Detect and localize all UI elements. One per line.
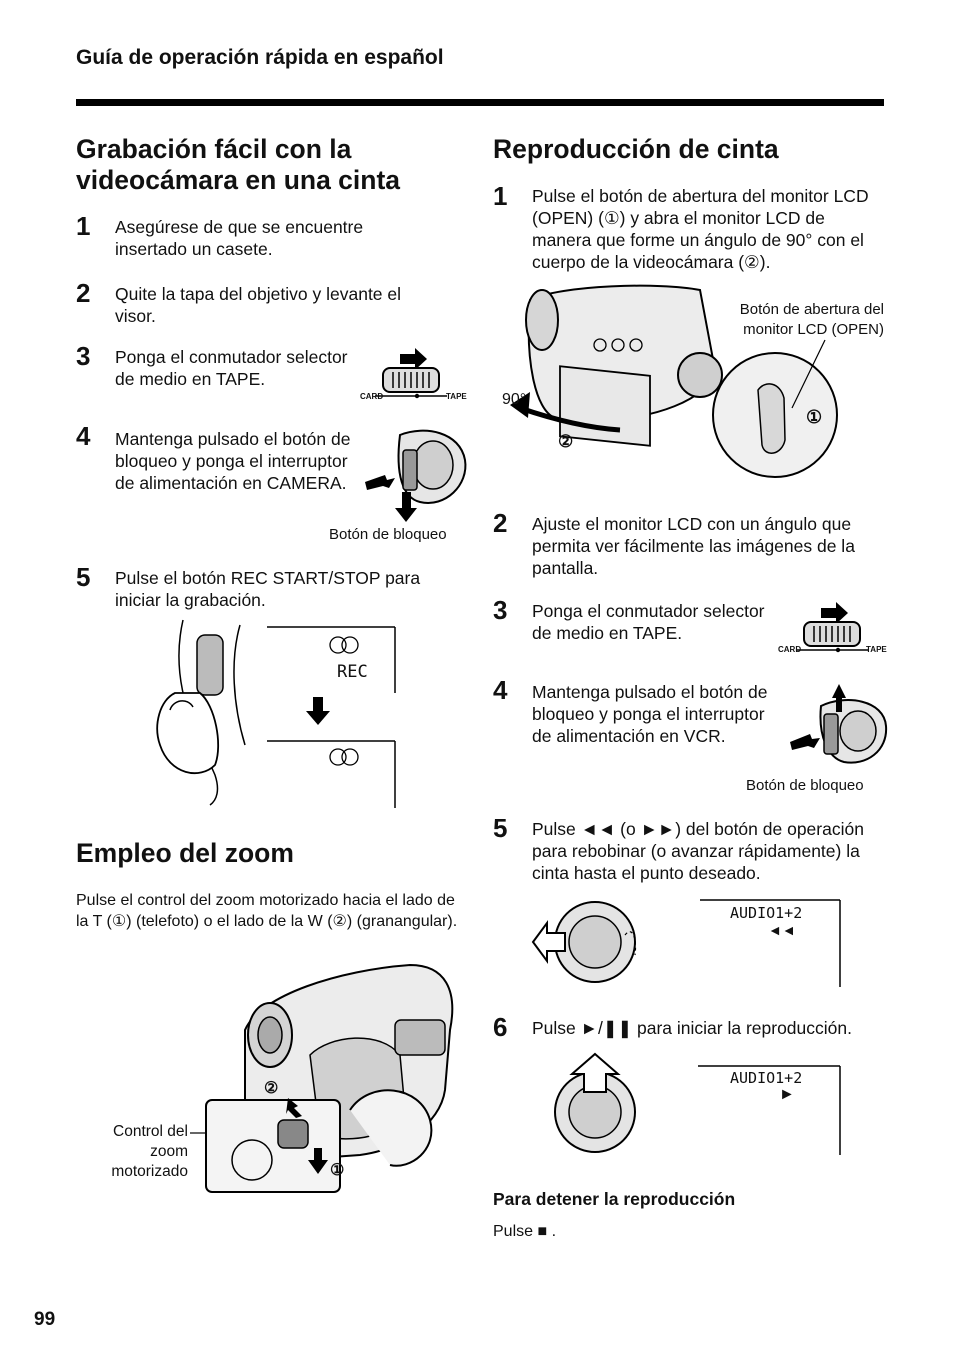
step-text: Pulse el botón de abertura del monitor L… bbox=[532, 186, 869, 272]
page-header: Guía de operación rápida en español bbox=[76, 46, 444, 69]
rewind-indicator: ◄◄ bbox=[768, 922, 796, 938]
angle-label: 90° bbox=[502, 391, 527, 408]
header-rule bbox=[76, 99, 884, 106]
zoom-marker-w: ② bbox=[264, 1080, 279, 1097]
switch-tape-label: TAPE bbox=[866, 645, 887, 654]
rec-button-illustration bbox=[156, 619, 396, 808]
stop-heading: Para detener la reproducción bbox=[493, 1189, 736, 1209]
step-number: 5 bbox=[493, 813, 508, 843]
step-number: 6 bbox=[493, 1012, 508, 1042]
step-text: Ponga el conmutador selector de medio en… bbox=[532, 601, 765, 643]
stop-text: Pulse ■ . bbox=[493, 1223, 557, 1240]
step-text: Ajuste el monitor LCD con un ángulo que … bbox=[532, 514, 855, 578]
rewind-dial-illustration bbox=[531, 899, 841, 987]
audio-indicator: AUDIO1+2 bbox=[730, 904, 803, 922]
open-button-caption: Botón de abertura del monitor LCD (OPEN) bbox=[739, 301, 884, 338]
media-selector-switch-illustration bbox=[375, 348, 447, 399]
media-selector-switch-illustration bbox=[796, 602, 868, 653]
step-text: Quite la tapa del objetivo y levante el … bbox=[115, 284, 402, 326]
page-number: 99 bbox=[34, 1309, 56, 1330]
rec-indicator: REC bbox=[337, 662, 368, 682]
lcd-marker-2: ② bbox=[558, 432, 574, 451]
section-title-playback: Reproducción de cinta bbox=[493, 134, 779, 164]
step-number: 4 bbox=[493, 675, 508, 705]
step-number: 5 bbox=[76, 562, 91, 592]
switch-card-label: CARD bbox=[360, 392, 384, 401]
zoom-description: Pulse el control del zoom motorizado hac… bbox=[76, 892, 458, 930]
zoom-control-caption: Control del zoom motorizado bbox=[111, 1123, 188, 1180]
step-number: 1 bbox=[76, 211, 91, 241]
step-number: 2 bbox=[76, 278, 91, 308]
play-dial-illustration bbox=[554, 1052, 841, 1155]
step-number: 1 bbox=[493, 181, 508, 211]
power-switch-illustration bbox=[365, 429, 467, 522]
switch-card-label: CARD bbox=[778, 645, 802, 654]
audio-indicator: AUDIO1+2 bbox=[730, 1069, 803, 1087]
section-title-zoom: Empleo del zoom bbox=[76, 838, 294, 868]
play-indicator: ► bbox=[779, 1086, 795, 1103]
step-text: Pulse ►/❚❚ para iniciar la reproducción. bbox=[532, 1018, 852, 1038]
zoom-marker-t: ① bbox=[330, 1162, 345, 1179]
step-text: Mantenga pulsado el botón de bloqueo y p… bbox=[532, 682, 768, 746]
step-number: 3 bbox=[493, 595, 508, 625]
step-number: 2 bbox=[493, 508, 508, 538]
lcd-open-illustration bbox=[510, 284, 838, 478]
open-marker-1: ① bbox=[806, 407, 823, 427]
switch-tape-label: TAPE bbox=[446, 392, 467, 401]
step-number: 4 bbox=[76, 421, 91, 451]
zoom-camcorder-illustration bbox=[190, 963, 454, 1193]
step-text: Ponga el conmutador selector de medio en… bbox=[115, 347, 348, 389]
lock-button-caption: Botón de bloqueo bbox=[329, 526, 447, 543]
power-switch-illustration bbox=[790, 684, 888, 764]
step-text: Mantenga pulsado el botón de bloqueo y p… bbox=[115, 429, 351, 493]
lock-button-caption: Botón de bloqueo bbox=[746, 777, 864, 794]
step-number: 3 bbox=[76, 341, 91, 371]
step-text: Pulse ◄◄ (o ►►) del botón de operación p… bbox=[532, 819, 864, 883]
step-text: Asegúrese de que se encuentre insertado … bbox=[115, 217, 364, 259]
section-title-recording: Grabación fácil con la videocámara en un… bbox=[76, 134, 401, 195]
step-text: Pulse el botón REC START/STOP para inici… bbox=[115, 568, 421, 610]
